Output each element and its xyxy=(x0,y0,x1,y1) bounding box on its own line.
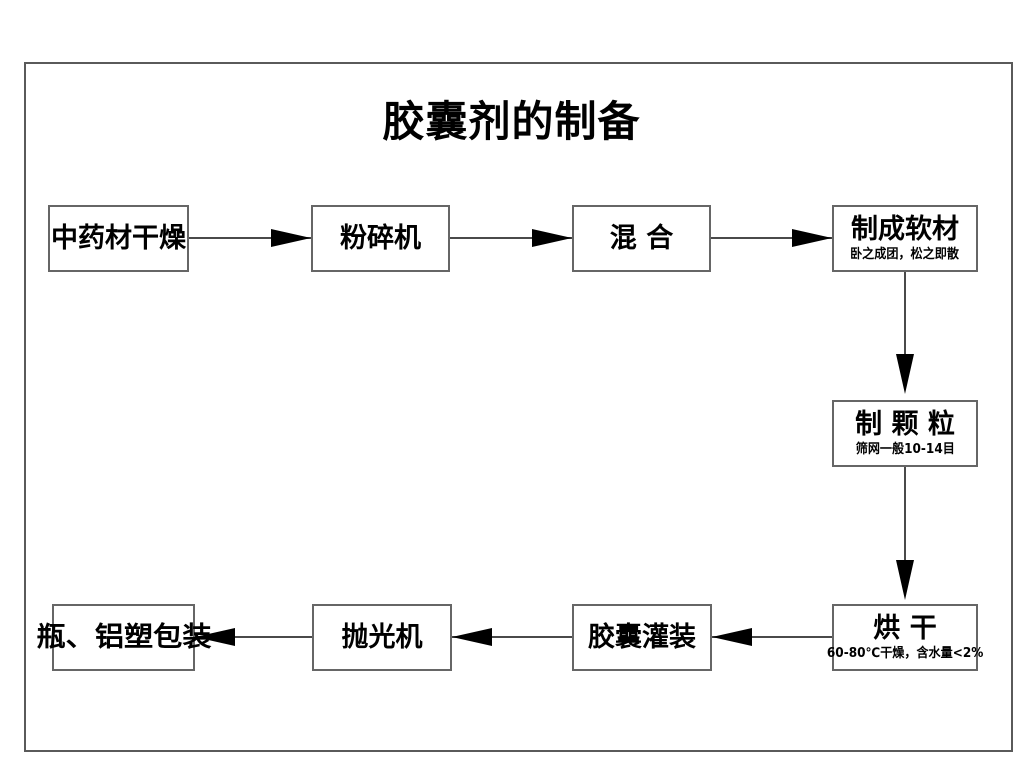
connector-soft-material-to-granulation-line xyxy=(904,272,906,362)
connector-capsule-filling-to-polisher-arrowhead xyxy=(452,628,492,646)
connector-mixing-to-soft-material-arrowhead xyxy=(792,229,832,247)
connector-dry-to-pulverizer-line xyxy=(189,237,311,239)
node-polisher-label: 抛光机 xyxy=(341,621,423,653)
node-drying-label: 烘 干 xyxy=(873,613,937,644)
node-dry-herbs-label: 中药材干燥 xyxy=(51,222,186,254)
node-polisher[interactable]: 抛光机 xyxy=(312,604,452,671)
node-soft-material-note: 卧之成团，松之即散 xyxy=(850,247,960,262)
node-soft-material-label: 制成软材 xyxy=(851,214,959,245)
connector-polisher-to-packaging-line xyxy=(195,636,312,638)
connector-drying-to-capsule-filling-arrowhead xyxy=(712,628,752,646)
page-title: 胶囊剂的制备 xyxy=(382,97,641,146)
connector-pulverizer-to-mixing-line xyxy=(450,237,572,239)
connector-drying-to-capsule-filling-line xyxy=(712,636,832,638)
node-granulation[interactable]: 制 颗 粒 筛网一般10-14目 xyxy=(832,400,978,467)
node-drying-note: 60-80℃干燥，含水量<2% xyxy=(826,646,984,661)
connector-mixing-to-soft-material-line xyxy=(711,237,832,239)
node-soft-material[interactable]: 制成软材 卧之成团，松之即散 xyxy=(832,205,978,272)
node-mixing[interactable]: 混 合 xyxy=(572,205,711,272)
node-packaging[interactable]: 瓶、铝塑包装 xyxy=(36,604,211,671)
node-granulation-label: 制 颗 粒 xyxy=(855,409,955,440)
connector-granulation-to-drying-arrowhead xyxy=(896,560,914,600)
connector-pulverizer-to-mixing-arrowhead xyxy=(532,229,572,247)
node-drying[interactable]: 烘 干 60-80℃干燥，含水量<2% xyxy=(827,604,983,671)
connector-soft-material-to-granulation-arrowhead xyxy=(896,354,914,394)
connector-capsule-filling-to-polisher-line xyxy=(452,636,572,638)
connector-polisher-to-packaging-arrowhead xyxy=(195,628,235,646)
node-dry-herbs[interactable]: 中药材干燥 xyxy=(48,205,189,272)
connector-granulation-to-drying-line xyxy=(904,467,906,565)
node-packaging-label: 瓶、铝塑包装 xyxy=(36,621,211,653)
node-mixing-label: 混 合 xyxy=(609,222,674,254)
node-capsule-filling-label: 胶囊灌装 xyxy=(588,621,696,653)
node-pulverizer[interactable]: 粉碎机 xyxy=(311,205,450,272)
node-granulation-note: 筛网一般10-14目 xyxy=(855,442,955,457)
node-pulverizer-label: 粉碎机 xyxy=(340,222,421,254)
connector-dry-to-pulverizer-arrowhead xyxy=(271,229,311,247)
node-capsule-filling[interactable]: 胶囊灌装 xyxy=(572,604,712,671)
